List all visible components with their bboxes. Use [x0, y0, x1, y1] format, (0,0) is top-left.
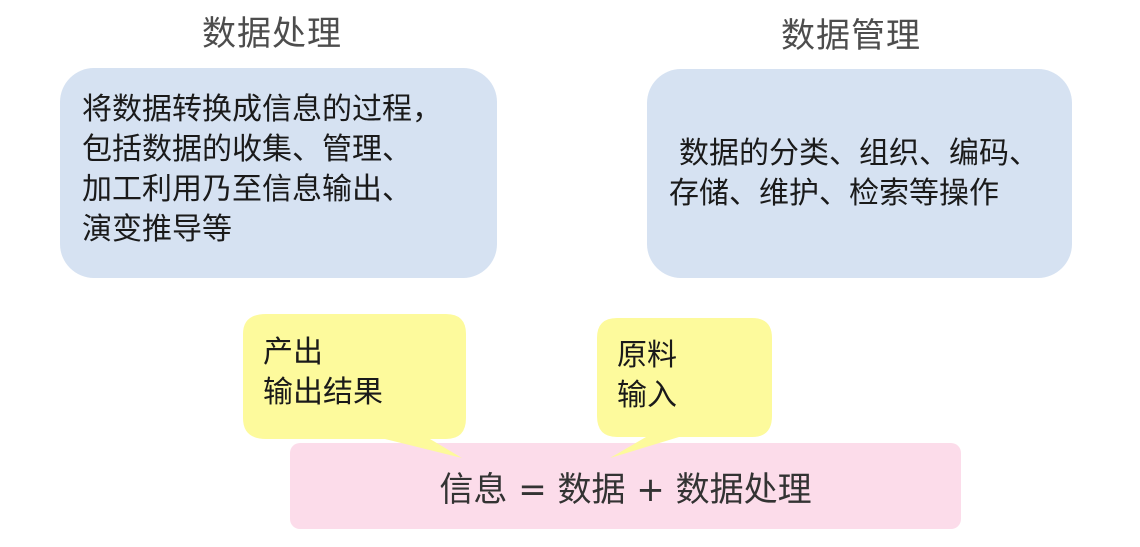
- information-formula: 信息 = 数据 + 数据处理: [439, 469, 812, 510]
- output-callout-text: 产出 输出结果: [263, 333, 383, 413]
- management-line-1: 数据的分类、组织、编码、: [679, 136, 1039, 171]
- data-management-definition-box: 数据的分类、组织、编码、 存储、维护、检索等操作: [647, 69, 1072, 278]
- processing-line-4: 演变推导等: [82, 212, 232, 247]
- processing-line-1: 将数据转换成信息的过程，: [82, 92, 442, 127]
- management-line-2: 存储、维护、检索等操作: [669, 176, 999, 211]
- input-callout-text: 原料 输入: [617, 336, 677, 416]
- input-line-2: 输入: [617, 378, 677, 413]
- input-line-1: 原料: [617, 338, 677, 373]
- processing-line-2: 包括数据的收集、管理、: [82, 132, 412, 167]
- data-processing-definition-box: 将数据转换成信息的过程， 包括数据的收集、管理、 加工利用乃至信息输出、 演变推…: [60, 68, 497, 278]
- data-processing-title: 数据处理: [202, 14, 342, 54]
- data-management-title: 数据管理: [781, 16, 921, 56]
- output-line-1: 产出: [263, 335, 323, 370]
- processing-line-3: 加工利用乃至信息输出、: [82, 172, 412, 207]
- output-line-2: 输出结果: [263, 375, 383, 410]
